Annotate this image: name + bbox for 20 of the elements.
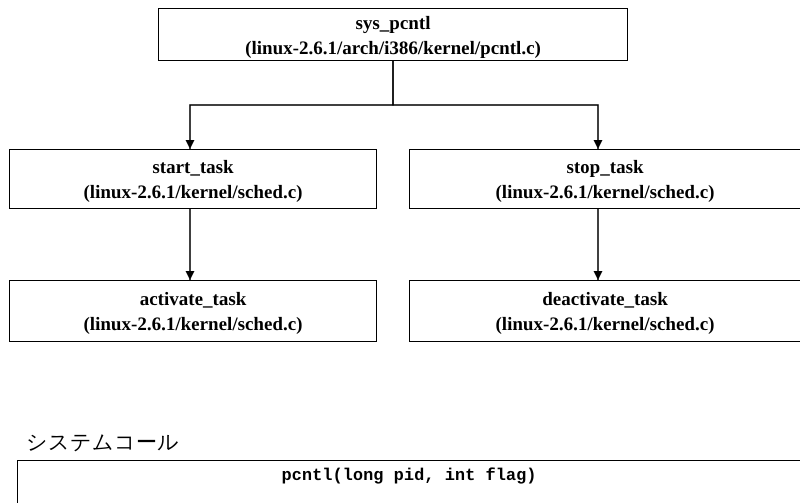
file-path: (linux-2.6.1/kernel/sched.c) [82, 313, 304, 337]
function-signature: pcntl(long pid, int flag) [280, 466, 538, 488]
function-name: deactivate_task [541, 288, 669, 312]
function-name: stop_task [565, 156, 645, 180]
file-path: (linux-2.6.1/kernel/sched.c) [494, 313, 716, 337]
file-path: (linux-2.6.1/arch/i386/kernel/pcntl.c) [244, 37, 542, 61]
function-box [409, 149, 800, 209]
function-box [9, 149, 377, 209]
function-box [9, 280, 377, 342]
function-name: start_task [151, 156, 235, 180]
function-box [158, 8, 628, 61]
arrow [186, 209, 194, 280]
function-name: sys_pcntl [354, 12, 432, 36]
function-name: activate_task [138, 288, 248, 312]
arrow [594, 209, 602, 280]
arrow [392, 61, 602, 149]
file-path: (linux-2.6.1/kernel/sched.c) [82, 181, 304, 205]
file-path: (linux-2.6.1/kernel/sched.c) [494, 181, 716, 205]
section-heading: システムコール [26, 429, 179, 456]
function-box [409, 280, 800, 342]
